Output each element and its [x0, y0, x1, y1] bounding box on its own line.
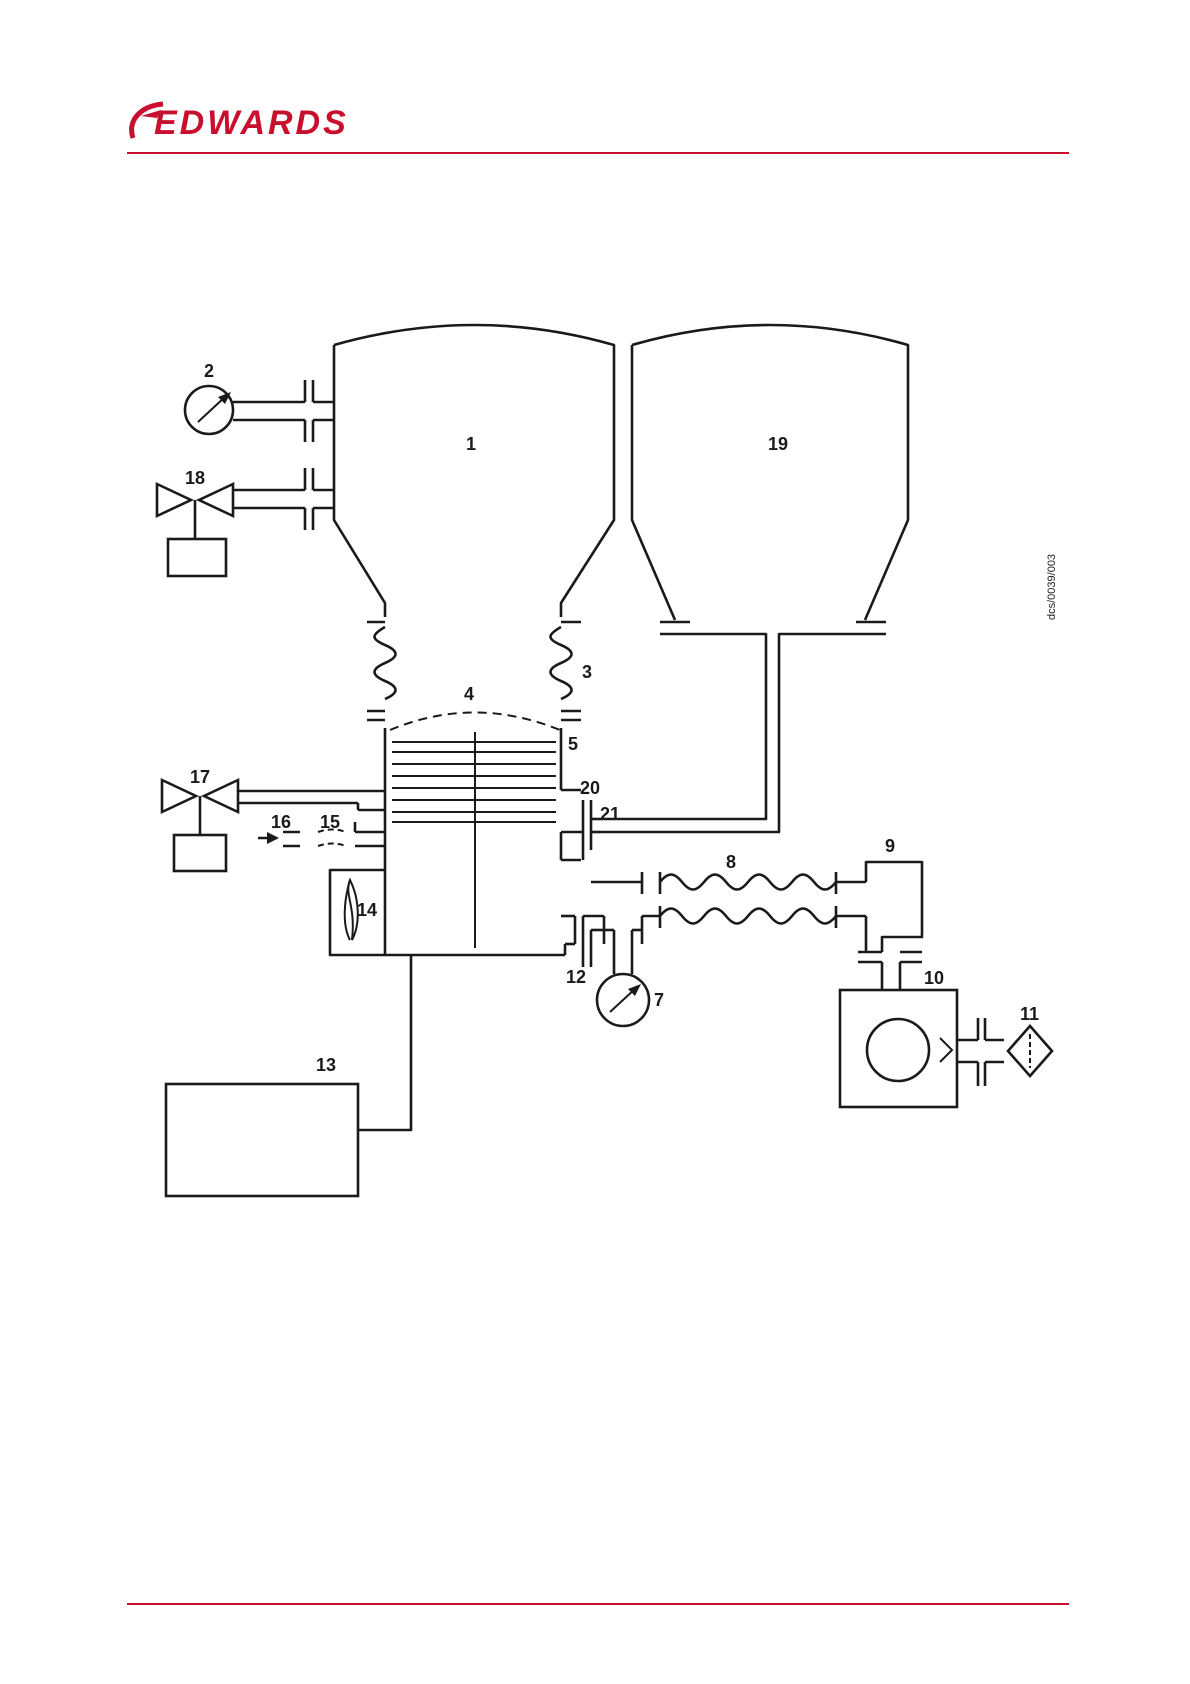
trap-9 [866, 862, 922, 952]
label-14: 14 [357, 900, 377, 920]
exhaust-filter-11 [957, 1018, 1052, 1086]
cable-to-control-box [358, 955, 411, 1130]
footer-rule [127, 1603, 1069, 1605]
chamber-19-manifold-pipe [600, 634, 886, 832]
shelf-stack [392, 732, 556, 948]
label-15: 15 [320, 812, 340, 832]
label-9: 9 [885, 836, 895, 856]
chamber-1 [334, 325, 614, 617]
bellows-3-left [375, 627, 396, 699]
label-19: 19 [768, 434, 788, 454]
label-10: 10 [924, 968, 944, 988]
label-3: 3 [582, 662, 592, 682]
label-12: 12 [566, 967, 586, 987]
pump-inlet-flanges [858, 952, 922, 990]
label-11: 11 [1020, 1004, 1039, 1024]
bellows-3-flanges [367, 711, 581, 720]
chamber-19 [632, 325, 908, 620]
vacuum-gauge-2 [185, 380, 334, 442]
label-17: 17 [190, 767, 210, 787]
label-18: 18 [185, 468, 205, 488]
label-13: 13 [316, 1055, 336, 1075]
isolation-valve-20-21 [561, 790, 600, 860]
drain-port-12 [561, 916, 591, 967]
label-8: 8 [726, 852, 736, 872]
label-20: 20 [580, 778, 600, 798]
control-box-13 [166, 1084, 358, 1196]
vacuum-gauge-7 [583, 916, 649, 1026]
rotary-pump-10 [840, 990, 957, 1107]
label-1: 1 [466, 434, 476, 454]
shelf-dome-4 [390, 713, 560, 731]
flexible-line-8 [591, 872, 866, 928]
label-16: 16 [271, 812, 291, 832]
label-4: 4 [464, 684, 474, 704]
valve-18 [157, 468, 334, 576]
label-21: 21 [600, 804, 620, 824]
label-7: 7 [654, 990, 664, 1010]
label-2: 2 [204, 361, 214, 381]
bellows-3-right [551, 627, 572, 699]
label-5: 5 [568, 734, 578, 754]
